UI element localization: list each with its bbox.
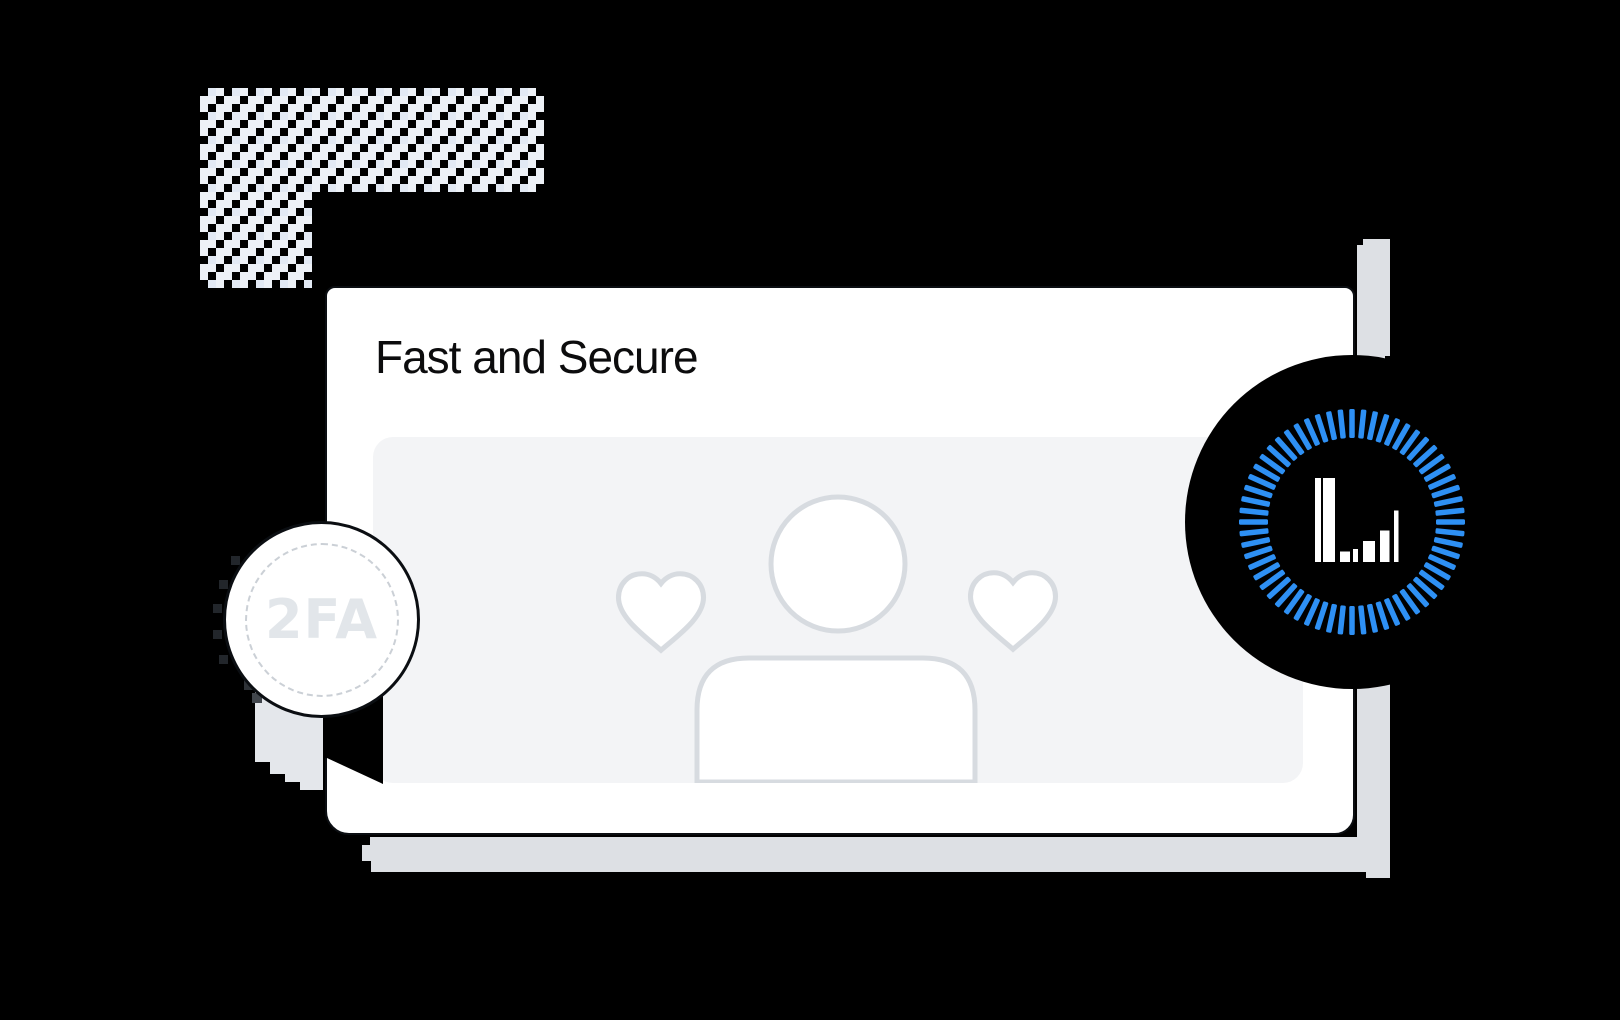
progress-ring-svg (1185, 355, 1519, 689)
bar-chart-icon (1315, 478, 1399, 562)
pixel-dither-decoration (200, 88, 544, 288)
pixel-notch (362, 861, 371, 872)
people-hearts-graphic (615, 494, 1059, 783)
2fa-badge: 2FA (223, 521, 420, 718)
pixel-step (213, 630, 222, 639)
ring-ticks (1239, 409, 1465, 635)
pixel-step (1366, 872, 1390, 878)
heart-icon (967, 570, 1059, 653)
pixel-step (213, 604, 222, 613)
pixel-notch (1357, 239, 1363, 245)
badge-dashed-ring (244, 542, 399, 697)
pixel-step (219, 580, 228, 589)
screenshot-placeholder-panel (373, 437, 1303, 783)
person-icon (694, 494, 978, 783)
black-disc (1185, 355, 1519, 689)
pixel-step (252, 693, 262, 703)
card-shadow-bottom-strip (362, 837, 1390, 872)
pixel-step (231, 556, 240, 565)
pixel-dither-mask (312, 192, 544, 288)
heart-icon (615, 571, 707, 654)
pixel-notch (362, 837, 370, 845)
card-title: Fast and Secure (375, 331, 699, 383)
progress-ring (1182, 352, 1522, 692)
pixel-step (219, 655, 228, 664)
